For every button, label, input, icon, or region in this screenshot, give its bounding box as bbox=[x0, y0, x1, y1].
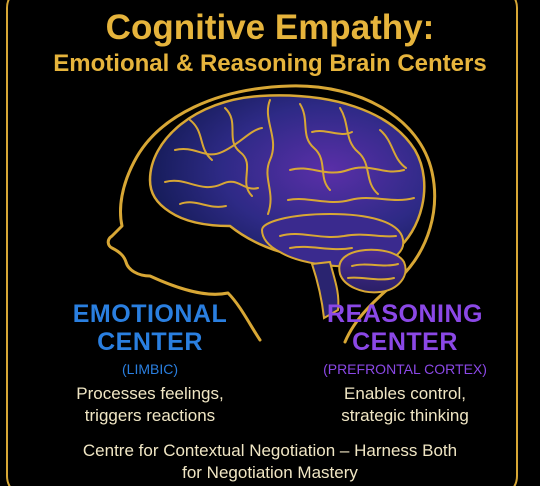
emotional-desc-line-2: triggers reactions bbox=[84, 406, 216, 425]
reasoning-desc-line-2: strategic thinking bbox=[341, 406, 469, 425]
reasoning-subtitle: (PREFRONTAL CORTEX) bbox=[323, 361, 487, 377]
gold-frame bbox=[6, 0, 518, 486]
reasoning-title-line-2: CENTER bbox=[352, 328, 458, 356]
brain-stem bbox=[310, 260, 340, 320]
reasoning-title-line-1: REASONING bbox=[327, 300, 483, 328]
emotional-title-line-2: CENTER bbox=[97, 328, 203, 356]
emotional-center-block: EMOTIONAL CENTER (LIMBIC) Processes feel… bbox=[40, 300, 260, 427]
reasoning-desc-line-1: Enables control, bbox=[344, 384, 466, 403]
footer-line-2: for Negotiation Mastery bbox=[182, 463, 358, 482]
head-profile-outline bbox=[106, 84, 437, 344]
title: Cognitive Empathy: bbox=[105, 8, 435, 47]
emotional-desc-line-1: Processes feelings, bbox=[76, 384, 224, 403]
cerebellum bbox=[338, 248, 407, 294]
emotional-title-line-1: EMOTIONAL bbox=[72, 300, 228, 328]
footer-line-1: Centre for Contextual Negotiation – Harn… bbox=[82, 441, 458, 460]
emotional-subtitle: (LIMBIC) bbox=[122, 361, 178, 377]
brain-folds bbox=[164, 99, 415, 281]
subtitle: Emotional & Reasoning Brain Centers bbox=[53, 50, 487, 77]
reasoning-center-block: REASONING CENTER (PREFRONTAL CORTEX) Ena… bbox=[290, 300, 520, 427]
